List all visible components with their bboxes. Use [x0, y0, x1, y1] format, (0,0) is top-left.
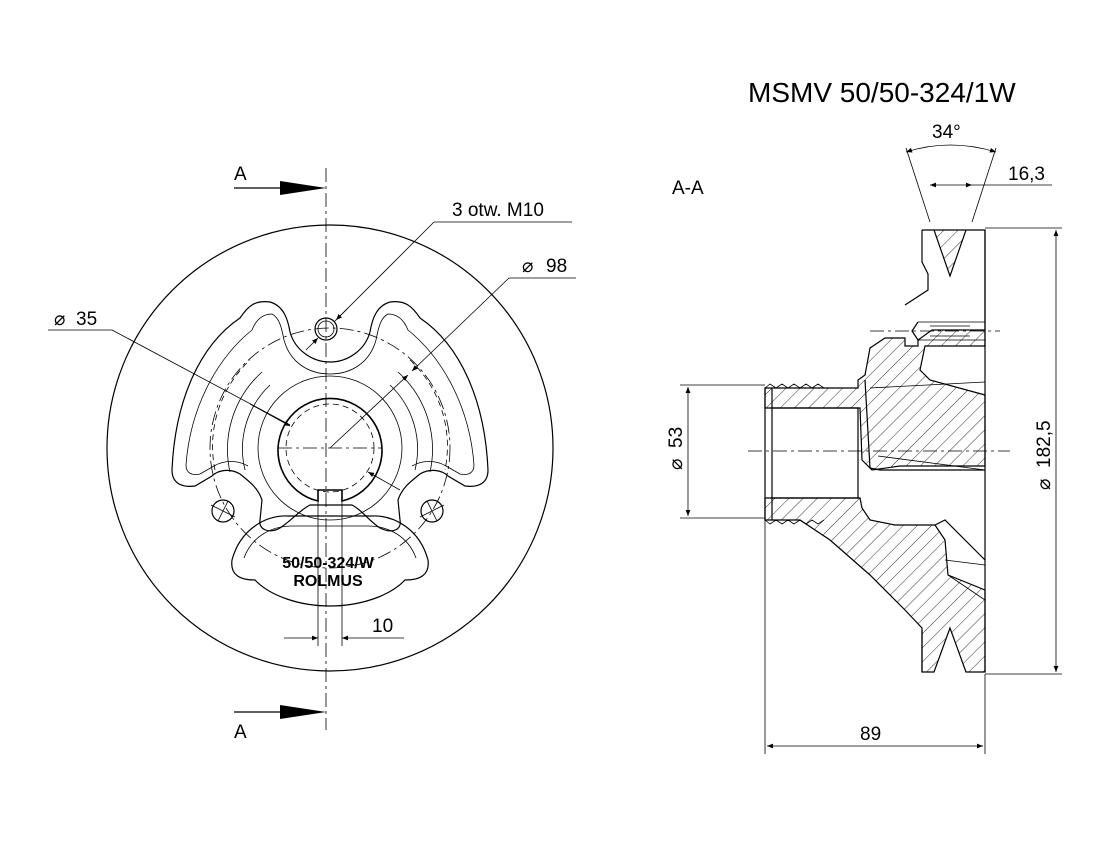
front-view: 50/50-324/W ROLMUS A A 3 otw. M10 ⌀ 98 ⌀… [48, 164, 576, 743]
hub-outline-outer [171, 301, 489, 532]
dia-symbol-53: ⌀ [666, 459, 687, 470]
section-hatch-upper [764, 229, 986, 471]
dim-length-89: 89 [860, 724, 881, 745]
dim-dia-35: 35 [76, 309, 97, 330]
bolt-hole-right [419, 499, 445, 523]
bore-keyway [277, 397, 383, 503]
dim-keyway-10: 10 [372, 616, 393, 637]
hub-outline-inner [185, 313, 475, 475]
dim-dia-53: 53 [666, 427, 687, 448]
cut-arrow-top [280, 181, 326, 195]
dim-groove-width: 16,3 [1008, 164, 1045, 185]
hub-ring-2 [242, 384, 418, 471]
section-view: A-A 34° 16,3 [666, 122, 1062, 754]
drawing-title: MSMV 50/50-324/1W [748, 77, 1016, 108]
cut-arrow-bottom [280, 705, 326, 719]
hub-ring-1 [257, 375, 403, 521]
dia-symbol-182: ⌀ [1034, 479, 1055, 490]
dim-dia-98: 98 [546, 256, 567, 277]
hub-ring-3 [227, 371, 433, 473]
hub-ring-4 [212, 359, 448, 471]
bolt-circle [209, 327, 451, 569]
dim-dia-182-5: 182,5 [1034, 420, 1055, 468]
section-label: A-A [672, 178, 704, 199]
section-hatch-lower [764, 497, 986, 673]
marking-pocket [231, 515, 429, 607]
cut-label-top: A [234, 164, 247, 185]
dia-symbol-98: ⌀ [522, 256, 533, 277]
marking-pocket-inner [243, 525, 417, 559]
cut-label-bottom: A [234, 722, 247, 743]
holes-note: 3 otw. M10 [452, 200, 544, 221]
marking-line-2: ROLMUS [293, 573, 363, 590]
dia-symbol-35: ⌀ [54, 309, 65, 330]
bolt-hole-left [210, 499, 236, 523]
pulley-outline [106, 224, 554, 672]
marking-line-1: 50/50-324/W [282, 555, 375, 572]
dim-groove-angle: 34° [932, 122, 961, 143]
